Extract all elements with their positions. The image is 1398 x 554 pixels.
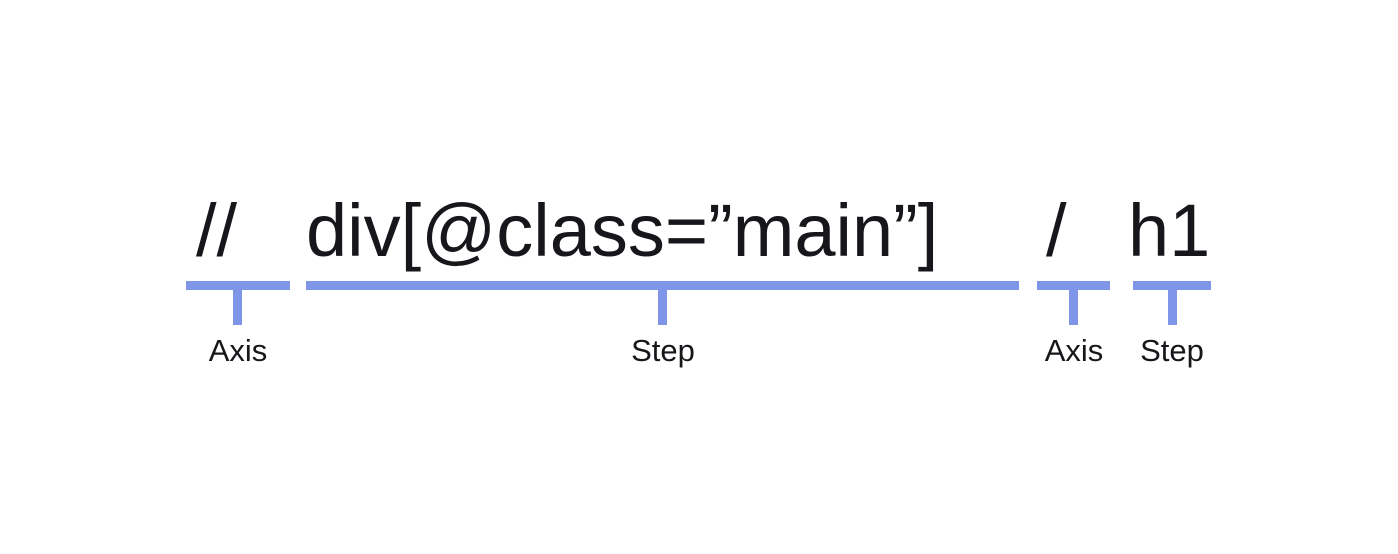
annotation-bar-axis-1	[186, 281, 290, 290]
expression-token-step-1: div[@class=”main”]	[306, 189, 939, 272]
expression-token-axis-2: /	[1046, 189, 1067, 272]
annotation-tick-step-2	[1168, 290, 1177, 325]
annotation-label-axis-2: Axis	[1044, 333, 1104, 368]
annotation-label-step-2: Step	[1140, 333, 1204, 368]
annotation-label-axis-1: Axis	[208, 333, 268, 368]
annotation-tick-axis-2	[1069, 290, 1078, 325]
annotation-bar-axis-2	[1037, 281, 1110, 290]
expression-token-axis-1: //	[196, 189, 238, 272]
annotation-tick-axis-1	[233, 290, 242, 325]
expression-token-step-2: h1	[1128, 189, 1211, 272]
annotation-bar-step-2	[1133, 281, 1211, 290]
annotation-bar-step-1	[306, 281, 1019, 290]
annotation-tick-step-1	[658, 290, 667, 325]
xpath-expression: // div[@class=”main”] / h1	[0, 168, 1398, 268]
annotation-label-step-1: Step	[631, 333, 695, 368]
